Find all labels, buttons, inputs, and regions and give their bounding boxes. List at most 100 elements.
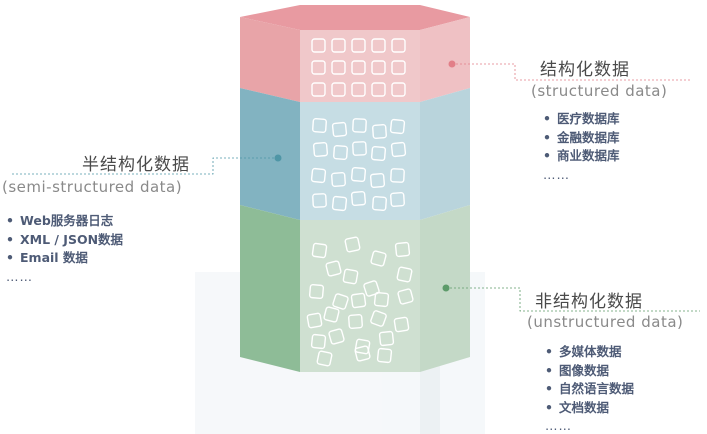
list-item: •图像数据 bbox=[545, 362, 610, 378]
list-more: …… bbox=[543, 166, 570, 182]
data-cell bbox=[391, 60, 406, 75]
data-cell bbox=[351, 38, 366, 53]
list-more: …… bbox=[545, 418, 572, 433]
data-cell bbox=[342, 268, 359, 285]
data-cell bbox=[310, 167, 327, 184]
data-cell bbox=[312, 141, 329, 158]
data-cell bbox=[311, 38, 326, 53]
list-item: •Web服务器日志 bbox=[6, 213, 114, 228]
data-cell bbox=[331, 172, 346, 187]
semi-connector bbox=[10, 154, 282, 175]
data-cell bbox=[310, 333, 327, 350]
data-cell bbox=[323, 306, 340, 323]
data-cell bbox=[391, 82, 406, 97]
data-cell bbox=[391, 38, 406, 53]
data-cell bbox=[331, 121, 348, 138]
data-cell bbox=[350, 190, 367, 207]
list-item: •XML / JSON数据 bbox=[6, 231, 124, 247]
structured-layer bbox=[240, 17, 470, 102]
unstructured-subtitle: (unstructured data) bbox=[527, 313, 684, 331]
data-cell bbox=[332, 293, 349, 310]
semi-left-face bbox=[240, 88, 300, 220]
data-cell bbox=[331, 38, 346, 53]
list-item: •商业数据库 bbox=[543, 148, 620, 163]
semi-right-face bbox=[420, 88, 470, 220]
unstructured-left-face bbox=[240, 205, 300, 372]
data-cell bbox=[312, 193, 327, 208]
structured-right-face bbox=[420, 17, 470, 102]
data-cell bbox=[350, 292, 367, 309]
prism-top-face bbox=[240, 5, 470, 30]
list-more: …… bbox=[6, 268, 33, 284]
list-item: •多媒体数据 bbox=[545, 344, 622, 359]
unstructured-cells bbox=[306, 236, 414, 367]
semi-structured-title: 半结构化数据 bbox=[82, 155, 190, 175]
data-cell bbox=[390, 141, 407, 158]
structured-cell-grid bbox=[311, 38, 406, 97]
data-cell bbox=[390, 168, 405, 183]
data-cell bbox=[306, 312, 323, 329]
data-cell bbox=[363, 280, 380, 297]
data-cell bbox=[396, 266, 413, 283]
data-cell bbox=[352, 118, 367, 133]
data-cell bbox=[344, 236, 361, 253]
data-cell bbox=[371, 82, 386, 97]
semi-connector-line bbox=[10, 157, 278, 175]
unstructured-front-face bbox=[300, 220, 420, 372]
list-item: •文档数据 bbox=[545, 399, 610, 415]
data-cell bbox=[397, 288, 414, 305]
semi-structured-layer bbox=[240, 88, 470, 220]
list-item: •医疗数据库 bbox=[543, 111, 620, 126]
data-cell bbox=[311, 60, 326, 75]
data-cell bbox=[316, 350, 333, 367]
data-cell bbox=[394, 241, 411, 258]
data-cell bbox=[351, 82, 366, 97]
data-cell bbox=[331, 195, 348, 212]
structured-connector bbox=[448, 60, 690, 81]
data-cell bbox=[389, 118, 406, 135]
data-cell bbox=[370, 250, 387, 267]
data-cell bbox=[350, 166, 367, 183]
data-cell bbox=[351, 60, 366, 75]
data-cell bbox=[328, 328, 345, 345]
data-cell bbox=[308, 283, 325, 300]
data-cell bbox=[372, 196, 387, 211]
data-cell bbox=[390, 192, 405, 207]
data-cell bbox=[369, 172, 386, 189]
unstructured-title: 非结构化数据 bbox=[535, 292, 643, 312]
semi-structured-cells bbox=[310, 118, 407, 212]
data-cell bbox=[378, 330, 395, 347]
structured-title: 结构化数据 bbox=[540, 60, 630, 80]
structured-examples: •医疗数据库 •金融数据库 •商业数据库 …… bbox=[543, 110, 620, 184]
data-cell bbox=[311, 242, 328, 259]
data-cell bbox=[352, 141, 367, 156]
data-cell bbox=[373, 291, 390, 308]
semi-front-face bbox=[300, 102, 420, 220]
structured-subtitle: (structured data) bbox=[531, 82, 668, 100]
unstructured-connector-line bbox=[446, 287, 700, 312]
data-cell bbox=[372, 124, 387, 139]
data-cell bbox=[370, 310, 387, 327]
data-cell bbox=[331, 60, 346, 75]
semi-structured-examples: •Web服务器日志 •XML / JSON数据 •Email 数据 …… bbox=[6, 212, 123, 286]
unstructured-layer bbox=[240, 205, 470, 372]
list-item: •自然语言数据 bbox=[545, 381, 635, 396]
data-cell bbox=[311, 82, 326, 97]
data-cell bbox=[325, 260, 342, 277]
semi-structured-subtitle: (semi-structured data) bbox=[2, 178, 183, 196]
data-cell bbox=[376, 347, 393, 364]
data-cell bbox=[333, 145, 348, 160]
structured-left-face bbox=[240, 17, 300, 102]
structured-front-face bbox=[300, 30, 420, 102]
data-cell bbox=[312, 118, 327, 133]
list-item: •Email 数据 bbox=[6, 250, 88, 265]
data-cell bbox=[393, 316, 410, 333]
data-cell bbox=[354, 345, 371, 362]
unstructured-connector bbox=[442, 284, 700, 312]
unstructured-examples: •多媒体数据 •图像数据 •自然语言数据 •文档数据 …… bbox=[545, 343, 634, 434]
data-cell bbox=[370, 145, 387, 162]
list-item: •金融数据库 bbox=[543, 129, 620, 145]
data-cell bbox=[331, 82, 346, 97]
